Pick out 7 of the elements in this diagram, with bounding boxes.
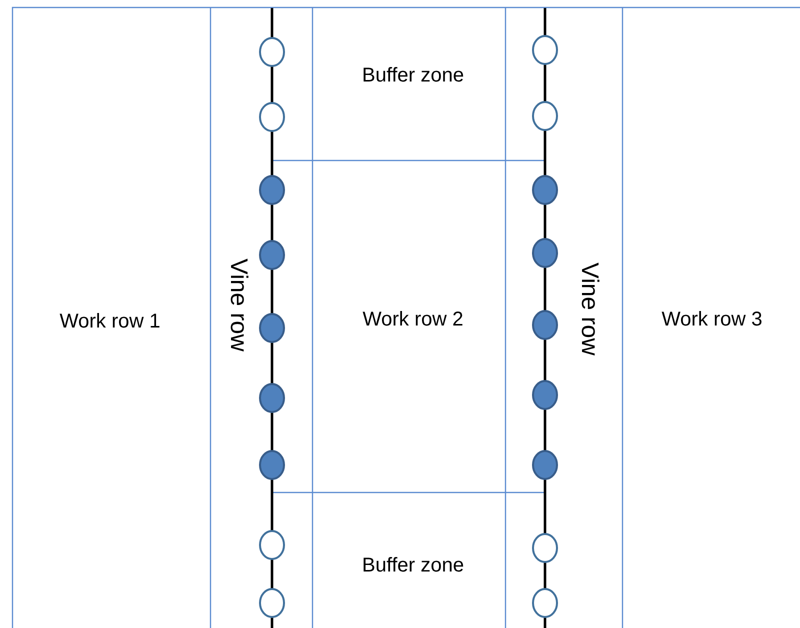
row-label: Work row 2: [362, 308, 464, 332]
row-label: Work row 3: [662, 308, 762, 332]
zone-label: Buffer zone: [362, 64, 464, 88]
row-label: Vine row: [224, 258, 252, 352]
zone-label: Buffer zone: [362, 554, 464, 578]
row-label: Vine row: [575, 262, 603, 356]
row-label: Work row 1: [60, 310, 160, 334]
